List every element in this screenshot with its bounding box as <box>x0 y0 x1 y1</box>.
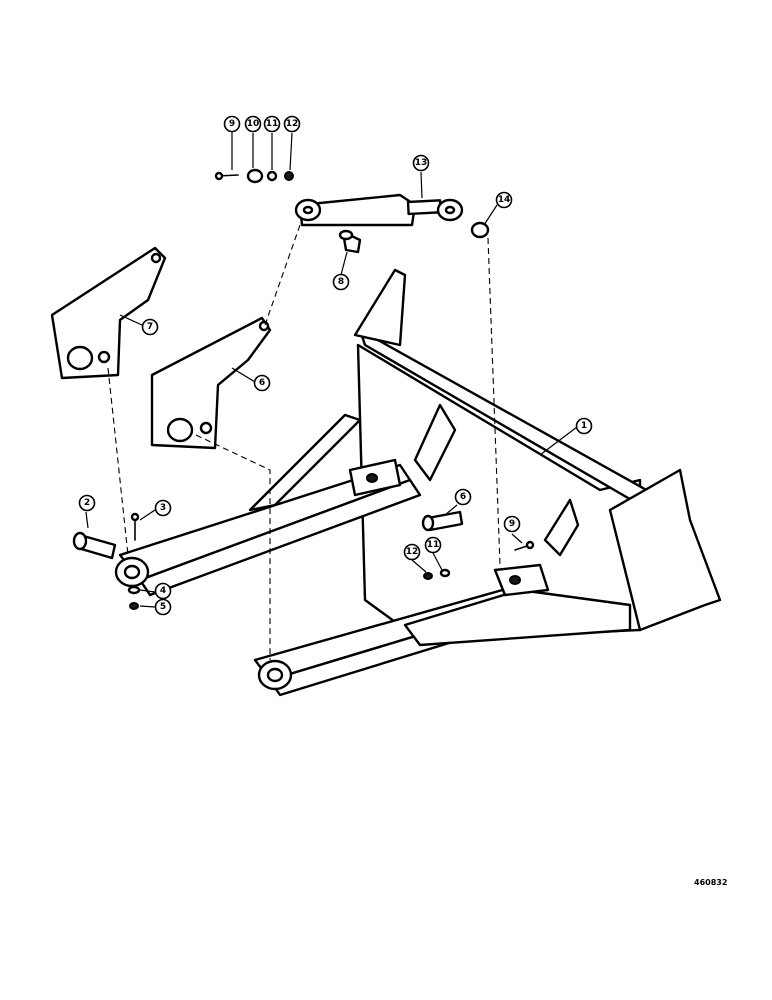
callout-13: 13 <box>412 154 430 172</box>
svg-text:6: 6 <box>259 378 265 388</box>
callout-1: 1 <box>575 417 593 435</box>
mounting-plate-6 <box>150 316 272 450</box>
callout-8-top: 8 <box>332 273 350 291</box>
callout-11-lower: 11 <box>424 536 442 554</box>
nut-5 <box>129 602 139 610</box>
callout-12-top: 12 <box>283 115 301 133</box>
callout-11-top: 11 <box>263 115 281 133</box>
callout-7: 7 <box>141 318 159 336</box>
callout-6-plate: 6 <box>253 374 271 392</box>
nut-12-top <box>284 171 294 181</box>
bushing-14 <box>470 221 490 239</box>
assembly-lines <box>107 224 501 660</box>
svg-text:9: 9 <box>229 119 235 129</box>
svg-text:3: 3 <box>160 503 166 513</box>
bolt-9-top <box>214 171 239 181</box>
svg-text:10: 10 <box>247 119 260 129</box>
svg-text:14: 14 <box>498 195 511 205</box>
svg-text:2: 2 <box>84 498 90 508</box>
mounting-plate-7 <box>50 246 167 380</box>
pin-2 <box>72 531 117 560</box>
svg-text:12: 12 <box>406 547 419 557</box>
svg-text:5: 5 <box>160 602 166 612</box>
svg-text:11: 11 <box>266 119 279 129</box>
svg-text:11: 11 <box>427 540 440 550</box>
bolt-9-lower <box>514 540 535 551</box>
svg-text:4: 4 <box>160 586 166 596</box>
nut-10-top <box>246 168 264 184</box>
callout-2: 2 <box>78 494 96 512</box>
callout-9-top: 9 <box>223 115 241 133</box>
catalog-number: 460832 <box>694 878 727 887</box>
callout-9-lower: 9 <box>503 515 521 533</box>
callout-4: 4 <box>154 582 172 600</box>
nut-12-lower <box>423 572 433 580</box>
dozer-blade-frame <box>114 268 722 697</box>
pin-8-lower <box>421 510 464 532</box>
washer-11-lower <box>439 568 451 578</box>
washer-11-top <box>266 170 278 182</box>
hydraulic-cylinder-13 <box>294 193 464 227</box>
svg-text:9: 9 <box>509 519 515 529</box>
svg-text:1: 1 <box>581 421 587 431</box>
washer-4 <box>127 585 141 595</box>
pin-8-top <box>338 229 362 254</box>
callout-6-lower: 6 <box>454 488 472 506</box>
svg-text:6: 6 <box>460 492 466 502</box>
callout-5: 5 <box>154 598 172 616</box>
svg-text:8: 8 <box>338 277 344 287</box>
callout-10: 10 <box>244 115 262 133</box>
svg-text:7: 7 <box>147 322 153 332</box>
callout-12-lower: 12 <box>403 543 421 561</box>
callout-3: 3 <box>154 499 172 517</box>
callout-leaders <box>85 132 578 608</box>
bolt-3 <box>130 512 140 541</box>
svg-text:13: 13 <box>415 158 428 168</box>
callout-14: 14 <box>495 191 513 209</box>
svg-text:12: 12 <box>286 119 299 129</box>
